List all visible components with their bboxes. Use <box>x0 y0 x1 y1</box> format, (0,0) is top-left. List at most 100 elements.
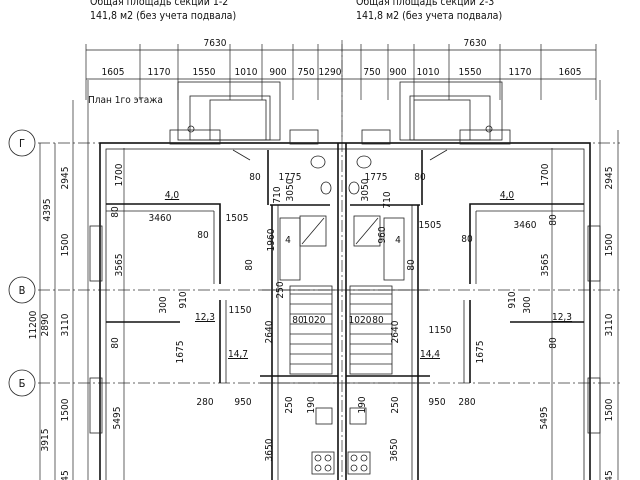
stove-icon <box>311 451 335 475</box>
axis-label-b: Б <box>19 377 26 390</box>
dimension-label-left: 80 <box>110 337 121 349</box>
dimension-label-left: 3915 <box>40 429 51 452</box>
dimension-label-left: 45 <box>60 470 71 480</box>
dimension-label-left: 3460 <box>149 213 172 224</box>
title-right-line2: 141,8 м2 (без учета подвала) <box>356 10 502 22</box>
dimension-label-left: 3650 <box>264 438 275 461</box>
shower-icon <box>299 215 327 247</box>
dimension-label-right: 2945 <box>604 167 615 190</box>
dimension-label-right: 1675 <box>475 341 486 364</box>
dimension-label-right: 5495 <box>539 407 550 430</box>
dimension-label-right: 80 <box>548 337 559 349</box>
dimension-label-left: 1150 <box>229 305 252 316</box>
toilet-icon <box>356 155 372 169</box>
dimension-label-right: 960 <box>377 226 388 243</box>
room-area-label: 4,0 <box>500 190 515 201</box>
title-left-line2: 141,8 м2 (без учета подвала) <box>90 10 236 22</box>
axis-marker-b <box>8 369 36 397</box>
dimension-top-row: 1605 <box>559 67 582 78</box>
title-right-line1: Общая площадь секции 2-3 <box>356 0 494 8</box>
dimension-label-right: 3110 <box>604 313 615 336</box>
room-area-label: 12,3 <box>195 312 215 323</box>
dimension-label-right: 1500 <box>604 398 615 421</box>
dimension-label-left: 1505 <box>226 213 249 224</box>
washbasin-icon <box>348 181 360 195</box>
dimension-label-right: 190 <box>357 396 368 413</box>
side-dimension-lines <box>39 80 619 480</box>
dimension-label-left: 1500 <box>60 398 71 421</box>
dimension-label-right: 45 <box>604 470 615 480</box>
dimension-top-row: 1605 <box>102 67 125 78</box>
dimension-label-left: 2890 <box>40 313 51 336</box>
room-area-label: 4,0 <box>165 190 180 201</box>
dimension-label-left: 80 <box>292 315 304 326</box>
dimension-label-right: 2640 <box>390 320 401 343</box>
dimension-top-row: 1550 <box>193 67 216 78</box>
dimension-label-left: 250 <box>275 281 286 298</box>
dimension-label-left: 80 <box>244 259 255 271</box>
dimension-label-right: 280 <box>458 397 475 408</box>
title-left-line1: Общая площадь секции 1-2 <box>90 0 228 8</box>
dimension-label-right: 80 <box>406 259 417 271</box>
dimension-label-left: 910 <box>178 291 189 308</box>
dimension-label-right: 1700 <box>540 163 551 186</box>
dimension-top-row: 900 <box>269 67 286 78</box>
dimension-top-row: 1010 <box>235 67 258 78</box>
room-area-label: 12,3 <box>552 312 572 323</box>
plumbing-fixtures <box>299 155 381 475</box>
dimension-label-right: 1775 <box>365 172 388 183</box>
kitchen-sink-icon <box>315 407 333 425</box>
dimension-label-left: 1675 <box>175 341 186 364</box>
dimension-label-right: 80 <box>548 214 559 226</box>
dimension-label-right: 80 <box>461 234 473 245</box>
staircases <box>279 217 405 375</box>
kitchen-sink-icon <box>349 407 367 425</box>
axis-marker-v <box>8 276 36 304</box>
dimension-label-right: 1020 <box>349 315 372 326</box>
door-handle-icon <box>485 125 493 133</box>
dimension-label-left: 2945 <box>60 167 71 190</box>
dimension-label-left: 300 <box>158 296 169 313</box>
dimension-label-left: 1700 <box>114 163 125 186</box>
dimension-label-left: 3110 <box>60 313 71 336</box>
dimension-label-left: 280 <box>196 397 213 408</box>
washbasin-icon <box>320 181 332 195</box>
dimension-top-row: 750 <box>297 67 314 78</box>
dimension-label-left: 1960 <box>266 228 277 251</box>
dimension-label-right: 1505 <box>419 220 442 231</box>
dimension-label-left: 1775 <box>279 172 302 183</box>
dimension-label-right: 300 <box>522 296 533 313</box>
door-handle-icon <box>187 125 195 133</box>
dimension-label-left: 1500 <box>60 233 71 256</box>
stove-icon <box>347 451 371 475</box>
dimension-label-left: 2640 <box>264 320 275 343</box>
dimension-label-left: 11200 <box>28 310 39 339</box>
dimension-label-left: 710 <box>272 186 283 203</box>
dimension-label-right: 4 <box>395 235 401 246</box>
top-dimension-lines <box>85 44 597 140</box>
dimension-total-right: 7630 <box>464 38 487 49</box>
dimension-label-right: 910 <box>507 291 518 308</box>
axis-label-v: В <box>19 284 26 297</box>
dimension-label-left: 3050 <box>285 178 296 201</box>
dimension-label-right: 3460 <box>514 220 537 231</box>
dimension-label-left: 190 <box>306 396 317 413</box>
dimension-label-right: 250 <box>390 396 401 413</box>
dimension-label-right: 950 <box>428 397 445 408</box>
dimension-top-row: 1170 <box>509 67 532 78</box>
room-area-label: 14,7 <box>228 349 248 360</box>
dimension-total-left: 7630 <box>204 38 227 49</box>
toilet-icon <box>310 155 326 169</box>
dimension-label-left: 80 <box>197 230 209 241</box>
axis-label-g: Г <box>19 137 25 150</box>
dimension-label-right: 3650 <box>389 438 400 461</box>
dimension-top-row: 1290 <box>319 67 342 78</box>
dimension-label-right: 80 <box>414 172 426 183</box>
dimension-label-right: 1500 <box>604 233 615 256</box>
dimension-label-left: 950 <box>234 397 251 408</box>
dimension-label-right: 710 <box>382 191 393 208</box>
dimension-label-right: 1150 <box>429 325 452 336</box>
dimension-top-row: 1550 <box>459 67 482 78</box>
